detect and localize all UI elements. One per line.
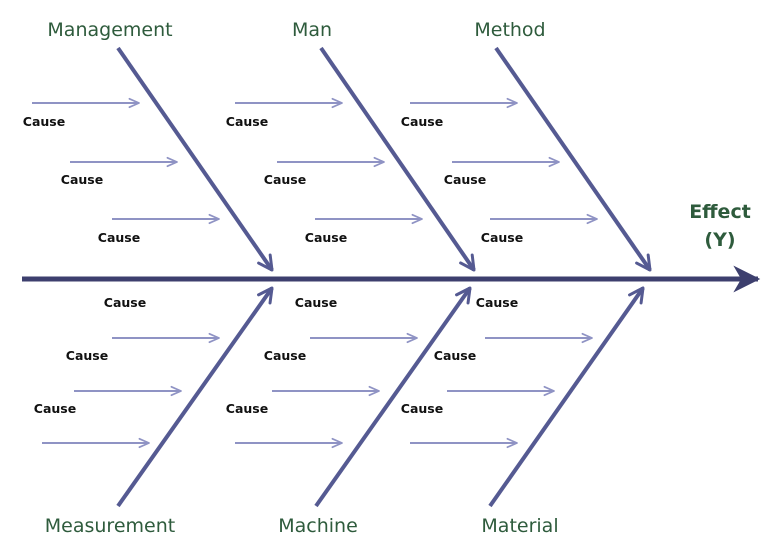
cause-label: Cause — [295, 295, 337, 310]
bone-method — [494, 46, 652, 272]
effect-label-line1: Effect — [689, 201, 751, 223]
bone-man — [319, 46, 476, 272]
cause-label: Cause — [23, 114, 65, 129]
category-man: Man — [292, 19, 332, 41]
category-machine: Machine — [278, 515, 358, 537]
cause-label: Cause — [401, 114, 443, 129]
category-method: Method — [474, 19, 545, 41]
category-material: Material — [481, 515, 558, 537]
cause-label: Cause — [66, 348, 108, 363]
cause-label: Cause — [444, 172, 486, 187]
bone-management — [116, 46, 274, 272]
category-management: Management — [47, 19, 172, 41]
bone-material — [488, 286, 645, 508]
cause-label: Cause — [61, 172, 103, 187]
cause-label: Cause — [104, 295, 146, 310]
cause-label: Cause — [476, 295, 518, 310]
cause-label: Cause — [434, 348, 476, 363]
cause-label: Cause — [98, 230, 140, 245]
cause-label: Cause — [34, 401, 76, 416]
cause-label: Cause — [264, 348, 306, 363]
effect-label-line2: (Y) — [704, 229, 735, 251]
cause-label: Cause — [481, 230, 523, 245]
cause-label: Cause — [226, 401, 268, 416]
bone-machine — [314, 286, 472, 508]
cause-label: Cause — [226, 114, 268, 129]
bone-measurement — [116, 286, 274, 508]
cause-label: Cause — [401, 401, 443, 416]
cause-label: Cause — [305, 230, 347, 245]
cause-label: Cause — [264, 172, 306, 187]
category-measurement: Measurement — [45, 515, 175, 537]
